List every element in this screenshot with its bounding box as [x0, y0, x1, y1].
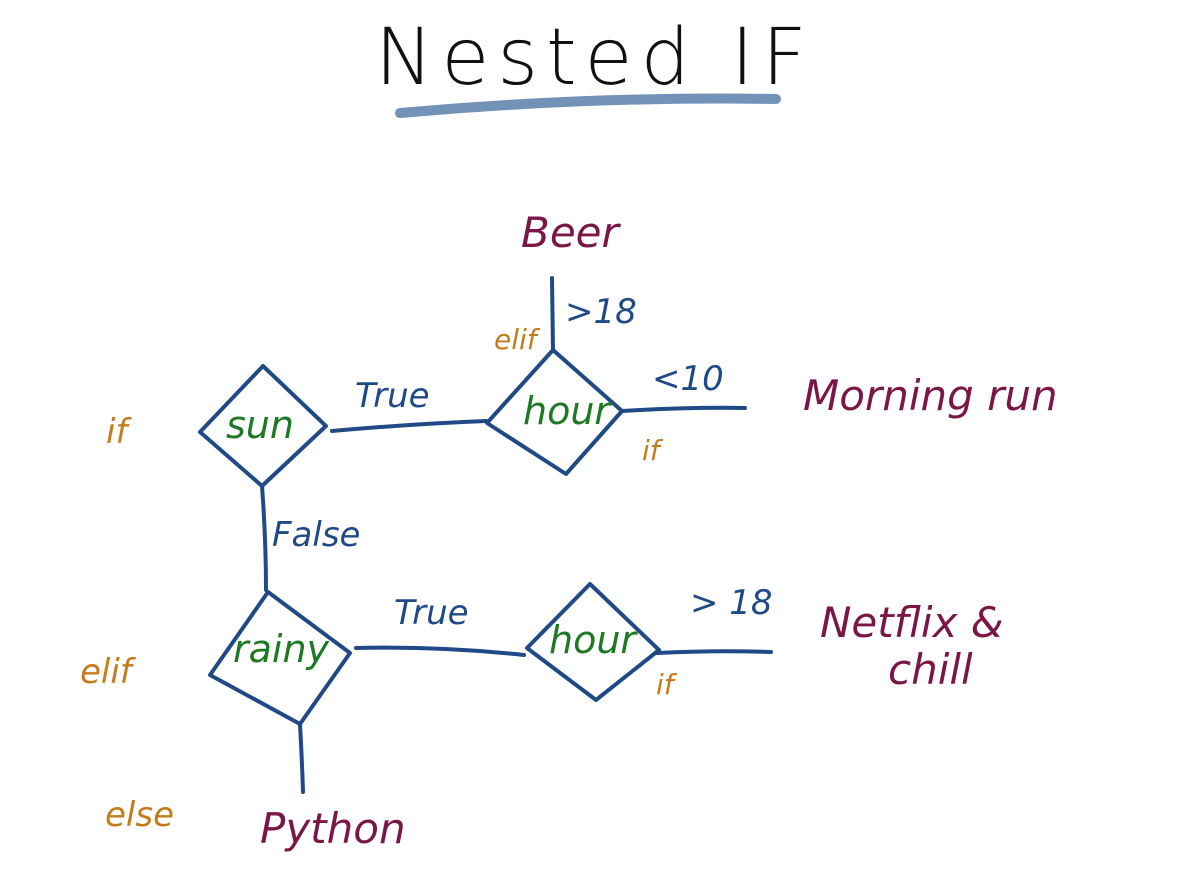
- keyword-elif-beer: elif: [494, 323, 541, 356]
- line-sun-to-hour-top: [330, 419, 488, 433]
- line-sun-to-rainy: [260, 484, 268, 592]
- diagram-title: Nested IF: [375, 13, 815, 103]
- edge-label-sun-true: True: [355, 376, 430, 416]
- diamond-hour-top: [485, 348, 624, 476]
- diamond-rainy: [208, 590, 352, 726]
- node-label-rainy: rainy: [233, 627, 330, 671]
- outcome-beer: Beer: [521, 208, 621, 257]
- title-underline: [395, 93, 781, 118]
- outcome-netflix-line1: Netflix &: [820, 598, 1003, 647]
- keyword-if-morning: if: [642, 434, 664, 467]
- keyword-if-netflix: if: [656, 668, 678, 701]
- keyword-elif-rainy: elif: [80, 652, 137, 692]
- outcome-morning-run: Morning run: [803, 371, 1058, 420]
- node-label-sun: sun: [226, 403, 294, 447]
- diamond-hour-bottom: [525, 582, 661, 702]
- line-hour-top-right: [620, 405, 747, 413]
- edge-label-sun-false: False: [272, 515, 360, 555]
- outcome-netflix-line2: chill: [888, 645, 973, 694]
- diamond-sun: [198, 364, 328, 488]
- line-hour-top-up: [550, 276, 555, 353]
- edge-label-hour-bottom-gt18: > 18: [690, 583, 773, 623]
- node-label-hour-top: hour: [523, 389, 612, 433]
- keyword-if-sun: if: [106, 412, 132, 452]
- line-hour-bottom-right: [655, 649, 773, 655]
- edge-label-hour-top-lt10: <10: [652, 359, 724, 399]
- edge-label-hour-top-gt18: >18: [565, 292, 637, 332]
- node-label-hour-bottom: hour: [549, 618, 638, 662]
- outcome-python: Python: [260, 804, 406, 853]
- line-rainy-to-hour-bottom: [354, 645, 526, 657]
- keyword-else-python: else: [105, 795, 174, 835]
- line-rainy-down: [298, 722, 305, 794]
- edge-label-rainy-true: True: [394, 593, 469, 633]
